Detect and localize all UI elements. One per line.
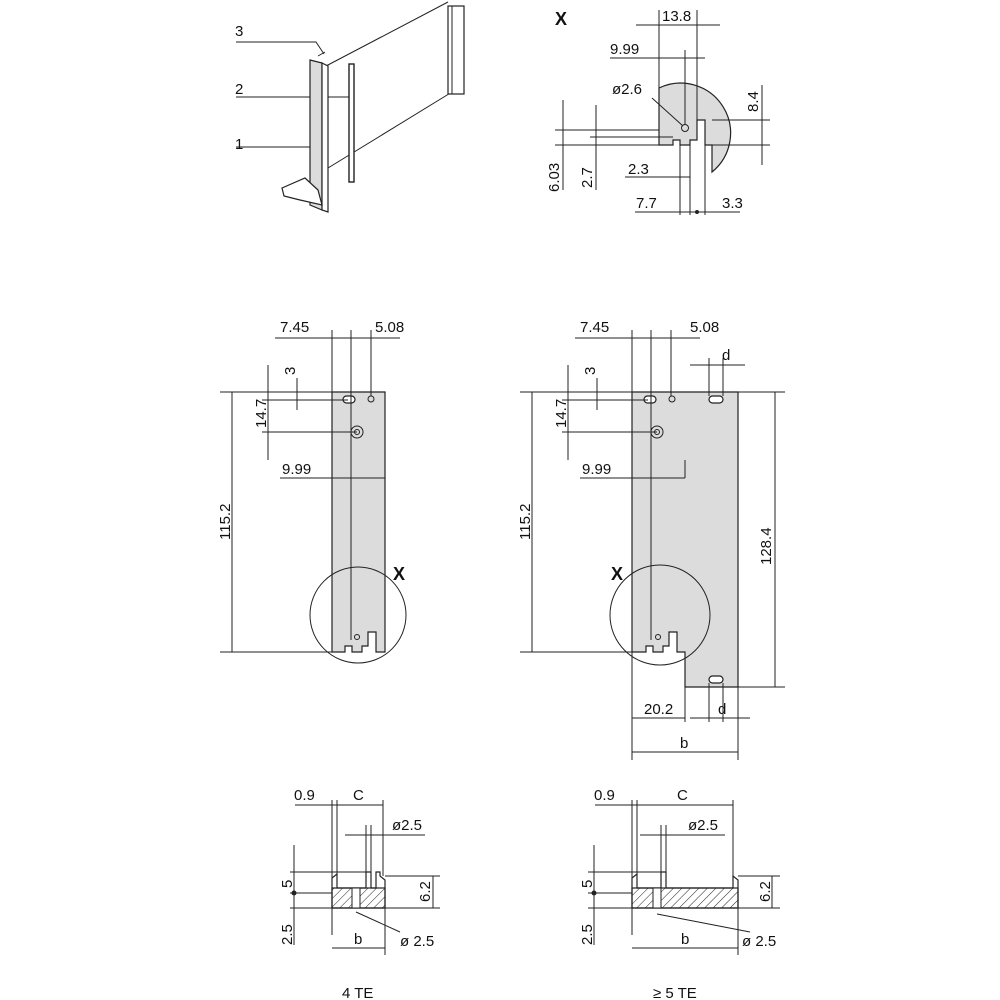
dim-9-99: 9.99 (282, 461, 311, 478)
panel-4te: X 7.45 5.08 3 14.7 9.99 115.2 (217, 319, 407, 664)
dim-7-7: 7.7 (636, 195, 657, 212)
dim-2-5: 2.5 (279, 924, 296, 945)
callout-3: 3 (235, 23, 243, 40)
detail-x: X 13.8 9.99 ø2.6 8.4 6.03 2.7 2.3 7.7 3.… (546, 8, 770, 215)
detail-x-shape (658, 82, 732, 174)
connector (447, 5, 465, 95)
dim-d-bottom: d (718, 701, 726, 718)
dim-14-7: 14.7 (553, 399, 570, 428)
detail-x-marker: X (611, 564, 623, 584)
dim-5-08: 5.08 (375, 319, 404, 336)
dim-5: 5 (579, 880, 596, 888)
dim-2-5: 2.5 (579, 924, 596, 945)
dim-5-08: 5.08 (690, 319, 719, 336)
dim-9-99: 9.99 (582, 461, 611, 478)
dim-6-03: 6.03 (546, 163, 563, 192)
panel-5te: X 7.45 5.08 d 3 14.7 9.99 115.2 128.4 (517, 319, 785, 760)
dim-20-2: 20.2 (644, 701, 673, 718)
dim-dia-2-5-bottom: ø 2.5 (400, 933, 434, 950)
dim-115-2: 115.2 (517, 504, 534, 540)
dim-6-2: 6.2 (757, 881, 774, 902)
dim-2-3: 2.3 (628, 161, 649, 178)
section-4te: 0.9 C ø2.5 5 2.5 6.2 b ø 2.5 4 TE (279, 787, 440, 1000)
panel-4te-body (331, 391, 386, 653)
dim-115-2: 115.2 (217, 504, 234, 540)
dim-dia-2-5-bottom: ø 2.5 (742, 933, 776, 950)
dim-0-9: 0.9 (294, 787, 315, 804)
dim-3: 3 (282, 367, 299, 375)
section-5te: 0.9 C ø2.5 5 2.5 6.2 b ø 2.5 ≥ 5 TE (579, 787, 780, 1000)
dim-b: b (354, 931, 362, 948)
panel-5te-body (631, 391, 739, 688)
callout-2: 2 (235, 81, 243, 98)
dim-c: C (677, 787, 688, 804)
dim-c: C (353, 787, 364, 804)
caption-4te: 4 TE (342, 985, 373, 1000)
card-guide (348, 63, 355, 183)
dim-9-99: 9.99 (610, 41, 639, 58)
detail-x-marker: X (393, 564, 405, 584)
dim-14-7: 14.7 (253, 399, 270, 428)
dim-b: b (680, 735, 688, 752)
dim-7-45: 7.45 (280, 319, 309, 336)
callout-1: 1 (235, 136, 243, 153)
dim-2-7: 2.7 (579, 167, 596, 188)
dim-7-45: 7.45 (580, 319, 609, 336)
caption-5te: ≥ 5 TE (653, 985, 697, 1000)
dim-3: 3 (582, 367, 599, 375)
handle (281, 177, 323, 206)
dim-5: 5 (279, 880, 296, 888)
dim-dia-2-5-top: ø2.5 (688, 817, 718, 834)
dim-0-9: 0.9 (594, 787, 615, 804)
isometric-view: 3 2 1 (235, 1, 465, 213)
dim-128-4: 128.4 (758, 527, 775, 565)
dim-8-4: 8.4 (745, 91, 762, 112)
dim-dia-2-5-top: ø2.5 (392, 817, 422, 834)
dim-dia-2-6: ø2.6 (612, 81, 642, 98)
dim-13-8: 13.8 (662, 8, 691, 25)
dim-d-top: d (722, 347, 730, 364)
dim-b: b (681, 931, 689, 948)
detail-x-label: X (555, 9, 567, 29)
dim-3-3: 3.3 (722, 195, 743, 212)
dim-6-2: 6.2 (417, 881, 434, 902)
